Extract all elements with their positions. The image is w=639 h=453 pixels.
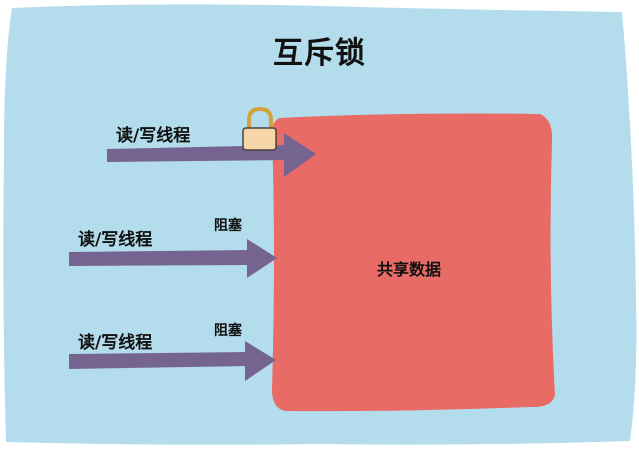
- thread-label-1: 读/写线程: [116, 126, 191, 146]
- thread-arrow-3: [69, 341, 276, 381]
- blocked-label-2: 阻塞: [214, 218, 242, 234]
- arrow-shaft: [69, 250, 252, 266]
- arrow-shaft: [69, 352, 250, 369]
- blocked-label-3: 阻塞: [214, 323, 242, 339]
- thread-label-3: 读/写线程: [78, 333, 153, 353]
- lock-icon: [242, 106, 277, 151]
- thread-label-2: 读/写线程: [78, 230, 153, 250]
- arrow-head: [245, 341, 276, 381]
- diagram-title: 互斥锁: [273, 36, 366, 71]
- shared-data-box: [272, 113, 555, 412]
- arrow-head: [284, 133, 316, 177]
- arrow-head: [247, 239, 277, 278]
- thread-arrow-2: [69, 239, 277, 278]
- shared-data-label: 共享数据: [377, 260, 442, 279]
